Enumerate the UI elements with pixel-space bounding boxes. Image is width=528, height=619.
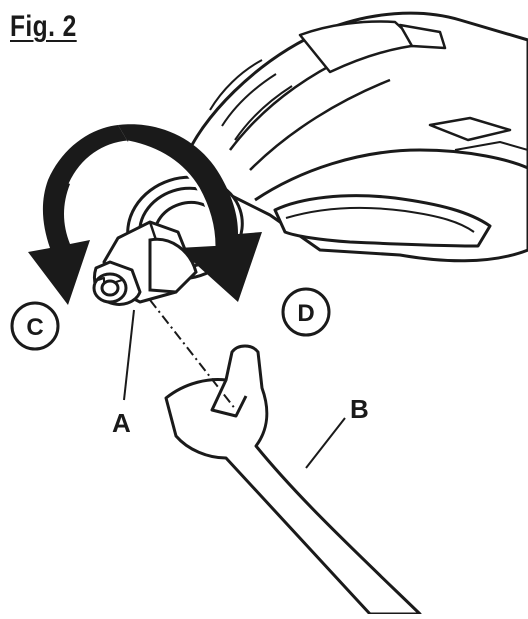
- leader-line-a: [123, 309, 135, 401]
- wrench: [164, 344, 422, 616]
- label-c-badge: C: [10, 301, 60, 351]
- rotation-arrow-c: [28, 125, 129, 305]
- label-d-badge: D: [281, 287, 331, 337]
- tool-body: [183, 11, 528, 263]
- rotation-arrow-d: [118, 124, 262, 302]
- alignment-line: [149, 299, 237, 411]
- label-c: C: [26, 314, 43, 341]
- collet-front: [148, 237, 198, 294]
- label-a: A: [112, 408, 131, 438]
- label-b: B: [350, 394, 369, 424]
- label-d: D: [297, 300, 314, 327]
- figure-title: Fig. 2: [10, 10, 77, 43]
- leader-line-b: [305, 417, 346, 469]
